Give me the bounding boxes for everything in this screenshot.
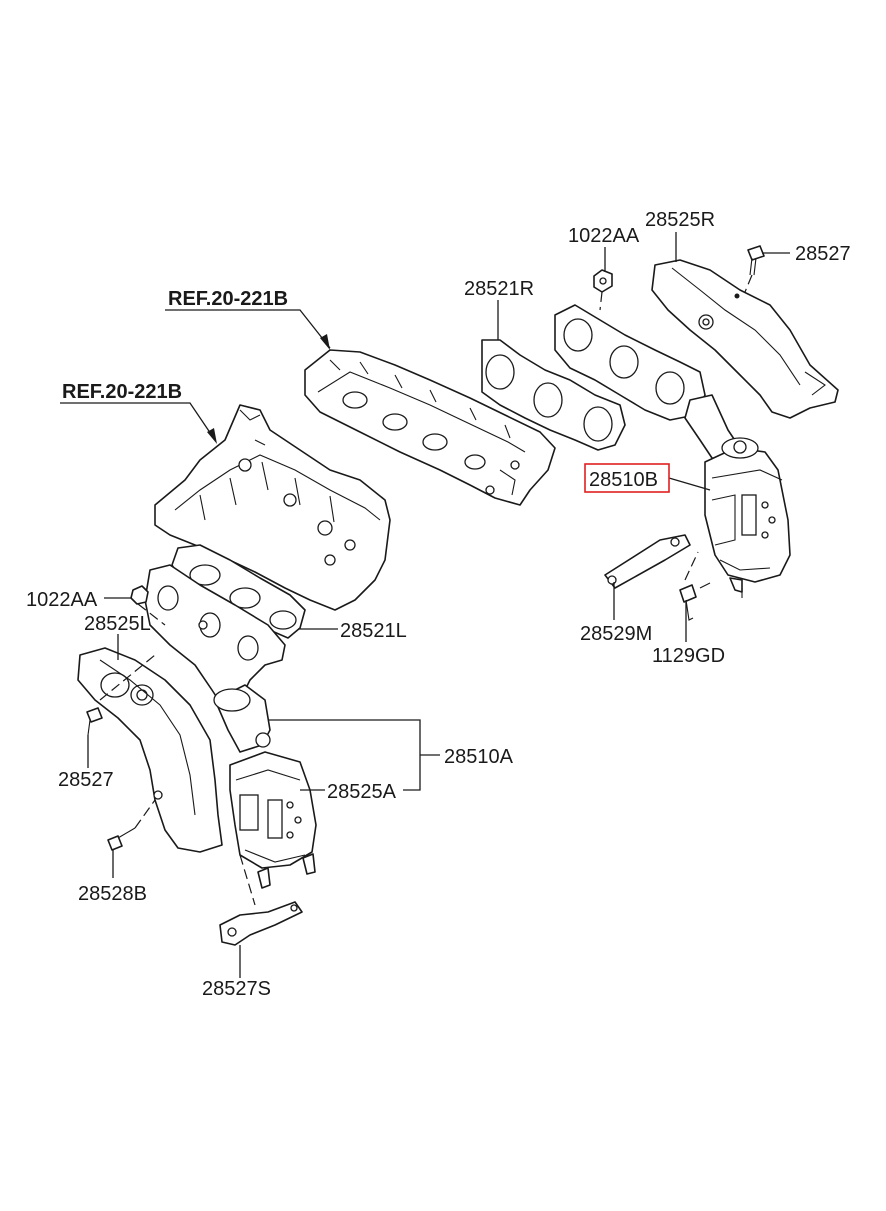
leader-lines: [60, 232, 790, 978]
label-bolt-bracket: 1129GD: [652, 645, 725, 667]
cylinder-head-right: [304, 349, 556, 506]
label-gasket-right: 28521R: [464, 278, 534, 300]
highlight-box: [584, 463, 670, 493]
bolt-bracket: [679, 582, 711, 621]
label-bolt-lower: 28528B: [78, 883, 147, 905]
label-converter-left: 28525A: [327, 781, 397, 803]
label-bracket-left: 28527S: [202, 978, 271, 1000]
exhaust-manifold-left: [144, 564, 286, 711]
label-converter-right[interactable]: 28510B: [589, 469, 658, 491]
bolt-left: [86, 707, 103, 736]
heat-shield-left: [77, 647, 223, 853]
heat-shield-right: [651, 259, 839, 419]
label-bolt-right: 28527: [795, 243, 851, 265]
label-nut-right: 1022AA: [568, 225, 640, 247]
bracket-right: [604, 534, 691, 589]
label-gasket-left: 28521L: [340, 620, 407, 642]
nut-left: [130, 585, 149, 605]
cylinder-head-left: [154, 404, 391, 611]
label-converter-assy-left: 28510A: [444, 746, 514, 768]
gasket-right: [481, 339, 626, 451]
label-heat-shield-left: 28525L: [84, 613, 151, 635]
bolt-lower: [107, 827, 136, 851]
nut-right: [593, 269, 613, 293]
ref-label-lower: REF.20-221B: [62, 381, 182, 403]
catalytic-converter-left: [213, 684, 317, 889]
assembly-dashed-lines: [99, 291, 699, 906]
gasket-left: [171, 544, 306, 639]
bracket-left: [219, 901, 303, 946]
label-nut-left: 1022AA: [26, 589, 98, 611]
ref-label-upper: REF.20-221B: [168, 288, 288, 310]
catalytic-converter-right: [704, 437, 791, 598]
label-bracket-right: 28529M: [580, 623, 652, 645]
bolt-right: [744, 245, 765, 293]
label-heat-shield-right: 28525R: [645, 209, 715, 231]
label-bolt-left: 28527: [58, 769, 114, 791]
